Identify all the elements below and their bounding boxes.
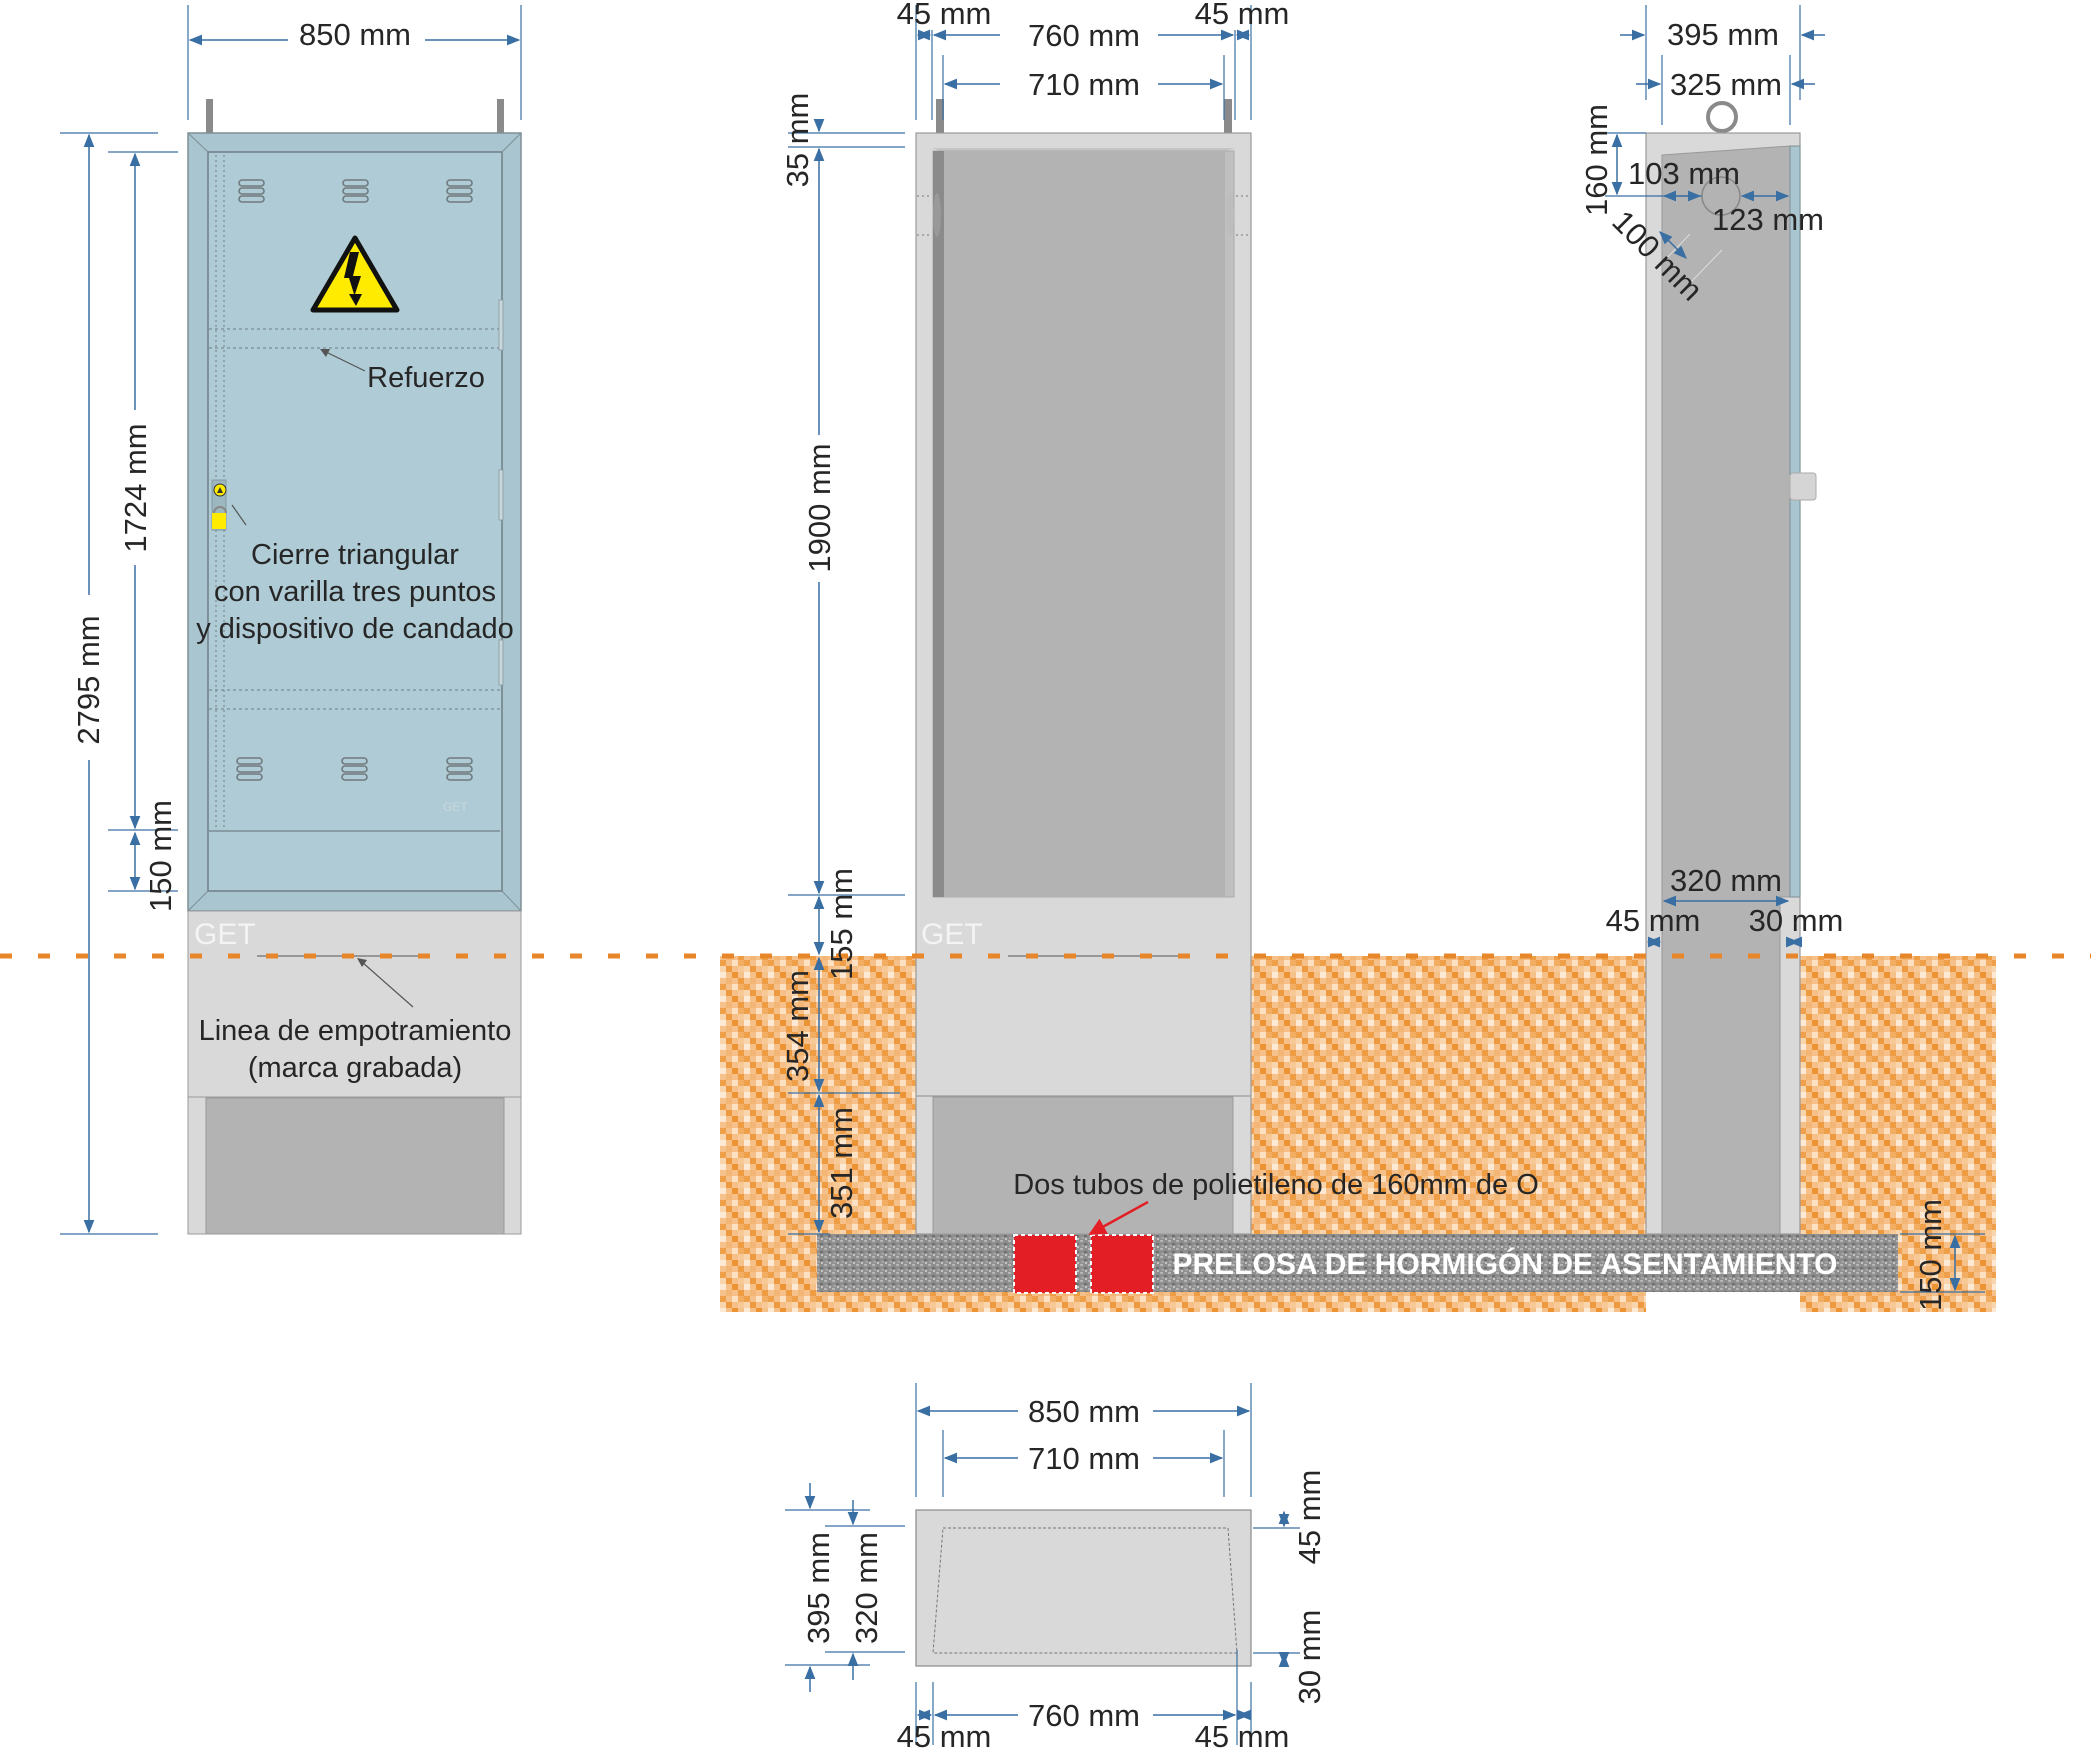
lifting-rod-left — [206, 99, 213, 133]
lifting-rod-right — [1224, 99, 1232, 133]
plan-top-wall-label: 45 mm — [1292, 1470, 1327, 1565]
front-total-height-label: 2795 mm — [71, 615, 106, 744]
side-lift-right-label: 123 mm — [1712, 202, 1824, 237]
lock-label-line-1: Cierre triangular — [251, 539, 459, 571]
side-lift-height-label: 160 mm — [1579, 104, 1614, 216]
base-opening — [205, 1097, 505, 1235]
padlock-icon[interactable] — [211, 479, 227, 531]
side-outer-depth-label: 395 mm — [1667, 17, 1779, 52]
section-above-ground-label: 155 mm — [824, 868, 859, 980]
lifting-eye-icon — [1706, 101, 1738, 133]
lock-label-line-3: y dispositivo de candado — [196, 613, 514, 645]
door-edge — [1789, 145, 1801, 898]
plan-outer-width-label: 850 mm — [1028, 1394, 1140, 1429]
side-view — [1645, 101, 1817, 1235]
embed-line-leader — [361, 961, 414, 1008]
slab-thickness-label: 150 mm — [1913, 1199, 1948, 1311]
lifting-rod-right — [497, 99, 504, 133]
front-bottom-gap-label: 150 mm — [143, 800, 178, 912]
high-voltage-warning-icon — [310, 235, 400, 313]
brand-mark-small: GET — [443, 800, 468, 814]
front-width-label: 850 mm — [299, 17, 411, 52]
plan-bottom-inner-width-label: 760 mm — [1028, 1698, 1140, 1733]
lifting-rod-left — [936, 99, 944, 133]
embed-line-label-line-2: (marca grabada) — [248, 1052, 462, 1084]
section-below-ground-label: 354 mm — [780, 970, 815, 1082]
front-view — [187, 99, 522, 1235]
plan-right-wall-label: 45 mm — [1195, 1719, 1290, 1749]
dimension-lines — [60, 5, 1985, 1745]
section-outer-width-label: 760 mm — [1028, 18, 1140, 53]
labels: 850 mm 2795 mm 1724 mm 150 mm Refuerzo C… — [71, 0, 1948, 1749]
front-door-height-label: 1724 mm — [118, 423, 153, 552]
reinforcement-label: Refuerzo — [367, 362, 485, 394]
section-inner-width-label: 710 mm — [1028, 67, 1140, 102]
lock-handle — [1789, 472, 1817, 501]
plan-view — [915, 1509, 1252, 1667]
pipes-leader-arrow — [1088, 1200, 1149, 1236]
section-view — [915, 99, 1252, 1294]
pipes-label: Dos tubos de polietileno de 160mm de O — [1013, 1169, 1539, 1201]
slab-label: PRELOSA DE HORMIGÓN DE ASENTAMIENTO — [1172, 1247, 1837, 1281]
cabinet-base — [187, 910, 522, 1098]
reinforcement-leader — [321, 349, 366, 372]
side-inner-width-label: 320 mm — [1670, 863, 1782, 898]
section-door-height-label: 1900 mm — [802, 443, 837, 572]
plan-bottom-wall-label: 30 mm — [1292, 1610, 1327, 1705]
concrete-slab — [817, 1234, 1898, 1292]
soil-section — [720, 956, 1996, 1312]
pipe-left — [1013, 1234, 1077, 1294]
base-opening — [932, 1096, 1234, 1235]
plan-inner-width-label: 710 mm — [1028, 1441, 1140, 1476]
side-back-wall-label: 30 mm — [1749, 903, 1844, 938]
plan-outer-depth-label: 395 mm — [801, 1532, 836, 1644]
pipe-right — [1090, 1234, 1154, 1294]
brand-mark-section: GET — [921, 918, 983, 951]
plan-left-wall-label: 45 mm — [897, 1719, 992, 1749]
lock-leader — [231, 504, 247, 526]
section-base-opening-label: 351 mm — [824, 1107, 859, 1219]
embed-line-label-line-1: Linea de empotramiento — [199, 1015, 512, 1047]
vent-icon — [236, 179, 473, 781]
side-lift-left-label: 103 mm — [1628, 156, 1740, 191]
lock-label-line-2: con varilla tres puntos — [214, 576, 496, 608]
side-inner-depth-label: 325 mm — [1670, 67, 1782, 102]
section-top-thickness-label: 35 mm — [780, 93, 815, 188]
plan-outline — [915, 1509, 1252, 1667]
side-front-wall-label: 45 mm — [1606, 903, 1701, 938]
plan-inner-depth-label: 320 mm — [849, 1532, 884, 1644]
section-right-wall-label: 45 mm — [1195, 0, 1290, 31]
section-left-wall-label: 45 mm — [897, 0, 992, 31]
brand-mark-front: GET — [194, 918, 256, 951]
